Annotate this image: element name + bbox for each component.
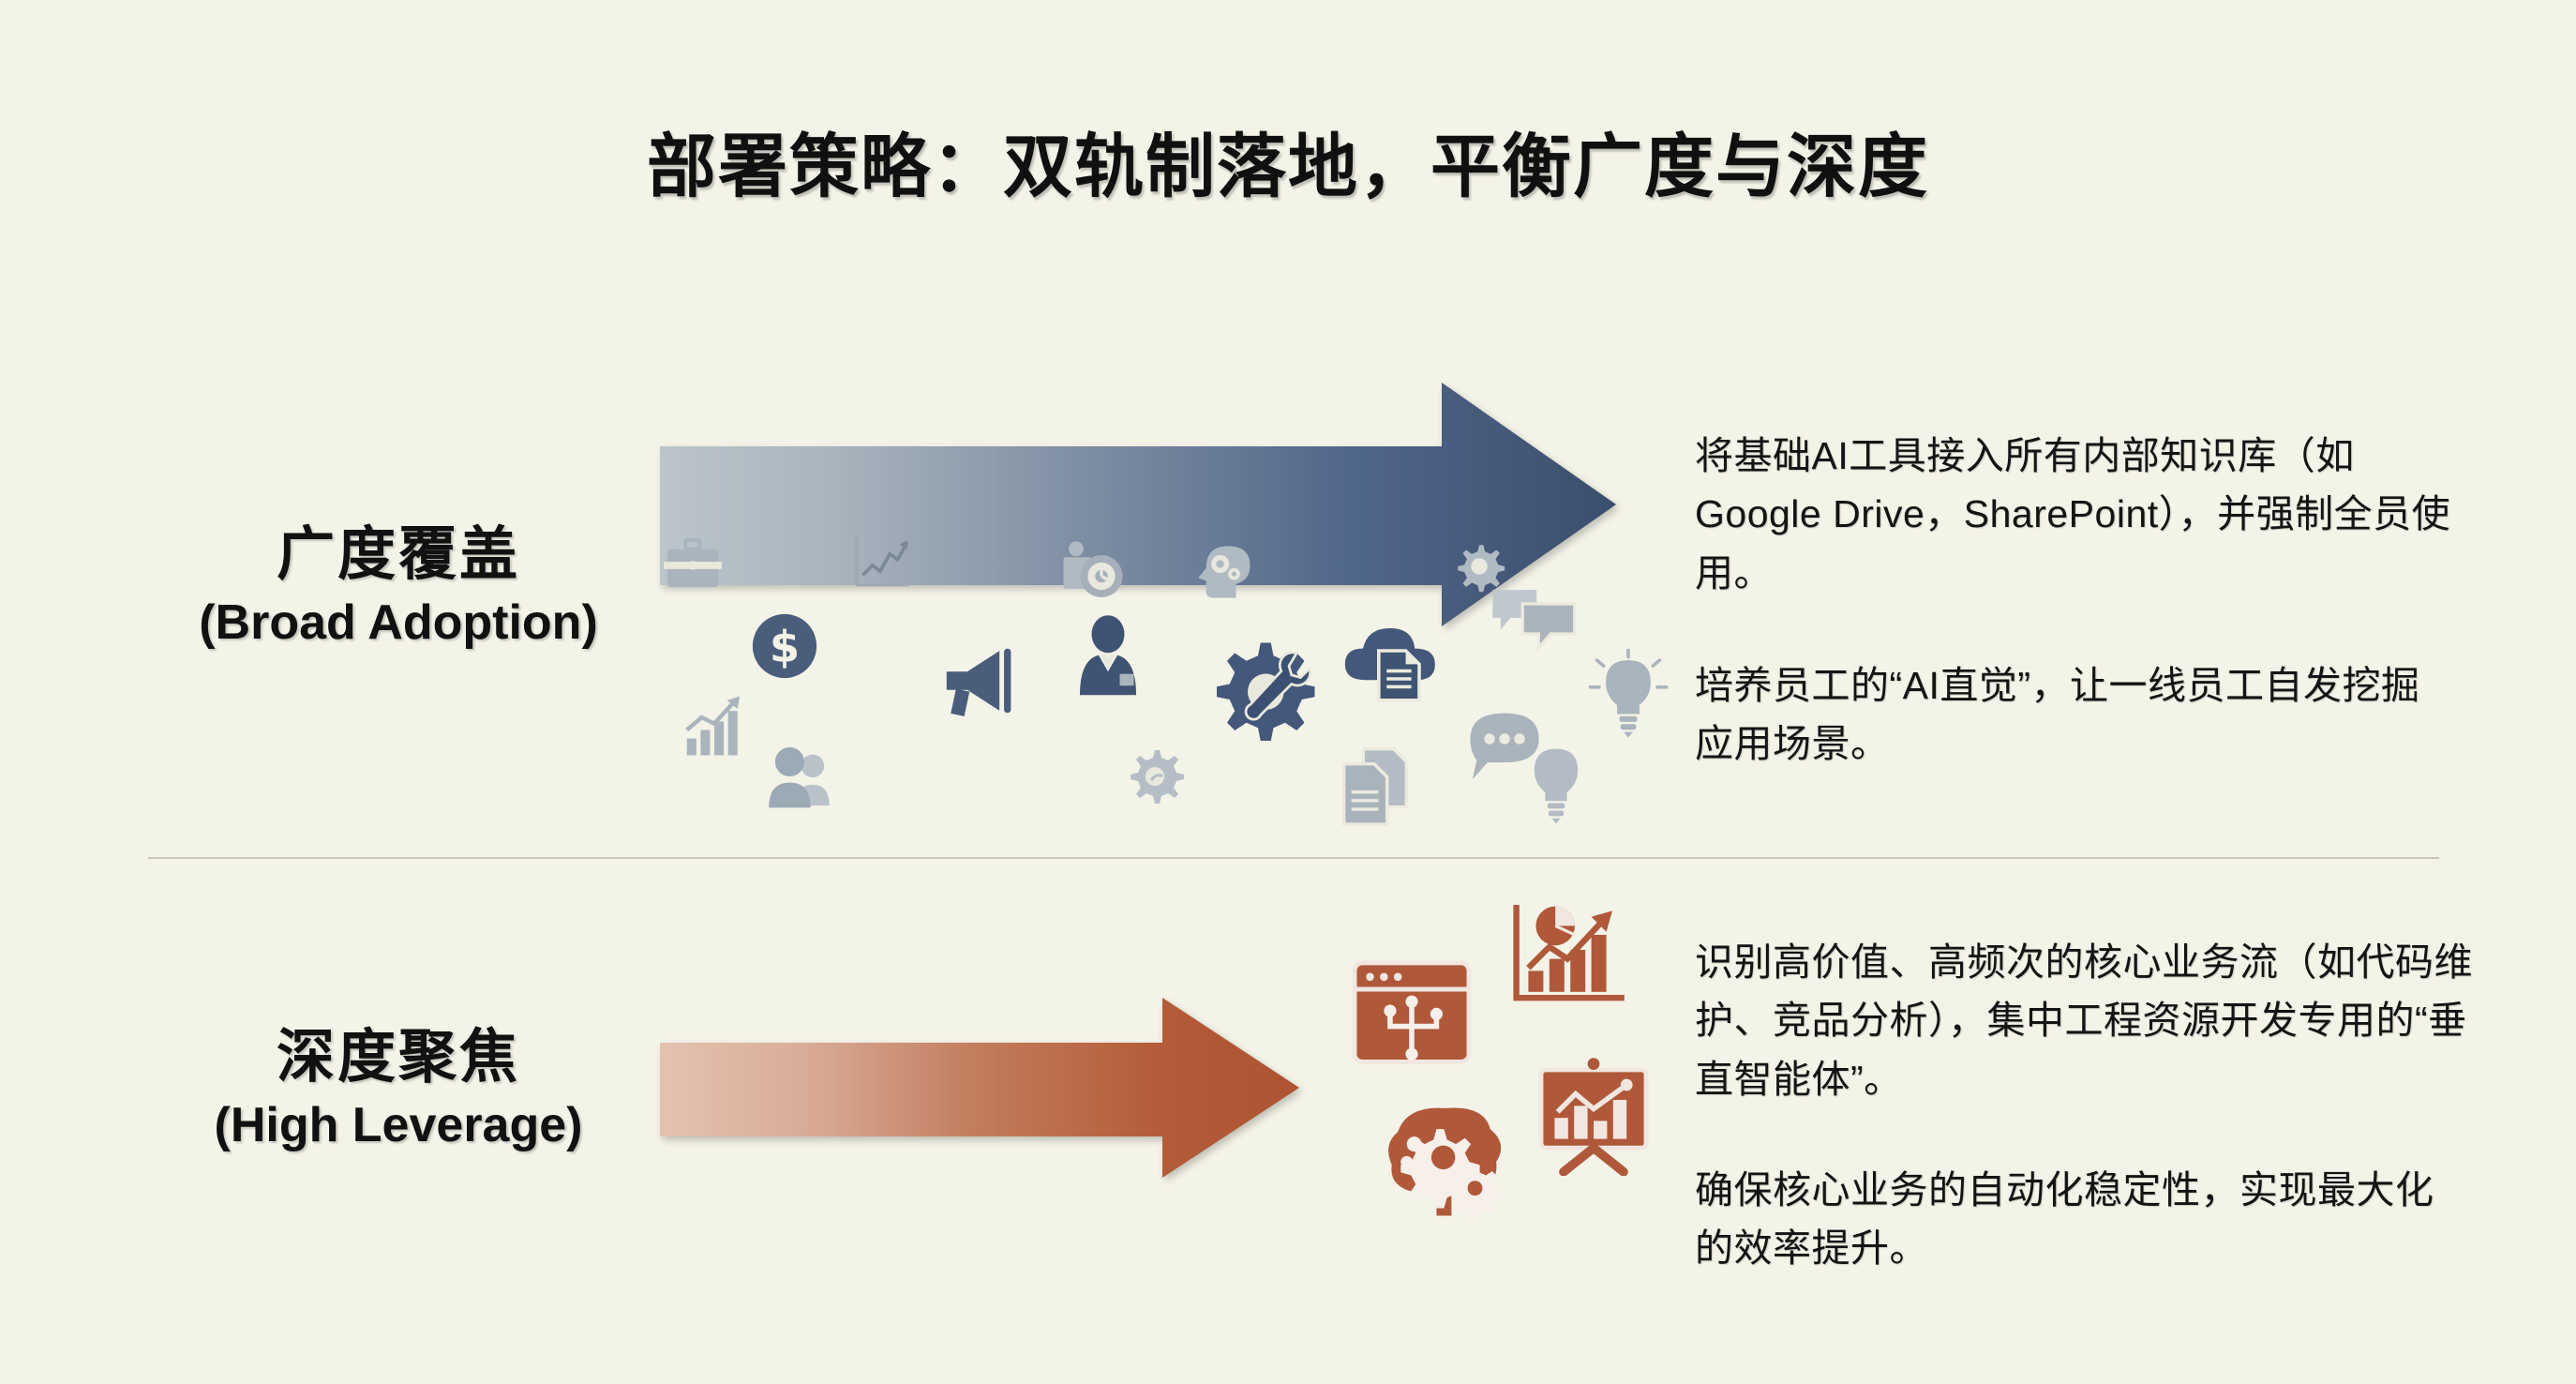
row-label-broad-adoption-cn: 广度覆盖 — [276, 522, 520, 587]
people-icon — [767, 743, 842, 810]
row-label-high-leverage-cn: 深度聚焦 — [276, 1025, 520, 1090]
presentation-chart-icon — [1534, 1054, 1654, 1176]
cloud-document-icon — [1340, 617, 1442, 707]
growth-chart-pie-icon — [1507, 900, 1627, 1015]
head-gears-icon — [1194, 540, 1258, 604]
section-divider — [148, 857, 2439, 859]
lightbulb-icon — [1520, 745, 1592, 827]
chat-bubbles-icon — [1489, 581, 1579, 656]
businessman-icon — [1071, 615, 1146, 698]
broad-adoption-arrow — [654, 383, 1620, 626]
row-label-high-leverage: 深度聚焦 (High Leverage) — [150, 1024, 647, 1153]
gear-icon — [1125, 746, 1185, 806]
row-label-broad-adoption: 广度覆盖 (Broad Adoption) — [150, 521, 647, 651]
briefcase-icon — [664, 536, 722, 594]
row-label-broad-adoption-en: (Broad Adoption) — [199, 594, 598, 650]
small-gear-icon — [1453, 540, 1505, 593]
high-leverage-arrow — [656, 996, 1303, 1180]
line-chart-icon — [851, 533, 913, 594]
high-leverage-paragraph-1: 识别高价值、高频次的核心业务流（如代码维护、竞品分析），集中工程资源开发专用的“… — [1695, 940, 2473, 1101]
speech-dots-icon — [1464, 709, 1545, 784]
row-label-high-leverage-en: (High Leverage) — [214, 1097, 583, 1152]
gear-wrench-icon — [1217, 638, 1320, 741]
high-leverage-paragraph-2: 确保核心业务的自动化稳定性，实现最大化的效率提升。 — [1695, 1168, 2434, 1271]
high-leverage-icon-cluster — [1331, 881, 1669, 1219]
broad-adoption-paragraph-2: 培养员工的“AI直觉”，让一线员工自发挖掘应用场景。 — [1695, 664, 2420, 766]
brain-gears-icon — [1380, 1099, 1511, 1219]
svg-text:$: $ — [770, 622, 800, 672]
target-clock-icon — [1059, 538, 1127, 606]
bar-chart-growth-icon — [681, 692, 748, 760]
broad-adoption-paragraph-1: 将基础AI工具接入所有内部知识库（如Google Drive，SharePoin… — [1695, 434, 2451, 594]
documents-icon — [1337, 745, 1414, 831]
dollar-coin-icon: $ — [748, 609, 821, 683]
broad-adoption-icon-cluster: $ — [647, 534, 1669, 827]
lightbulb-rays-icon — [1588, 649, 1669, 739]
browser-circuit-icon — [1350, 958, 1474, 1073]
page-title: 部署策略：双轨制落地，平衡广度与深度 — [647, 127, 1929, 207]
megaphone-icon — [937, 639, 1029, 722]
